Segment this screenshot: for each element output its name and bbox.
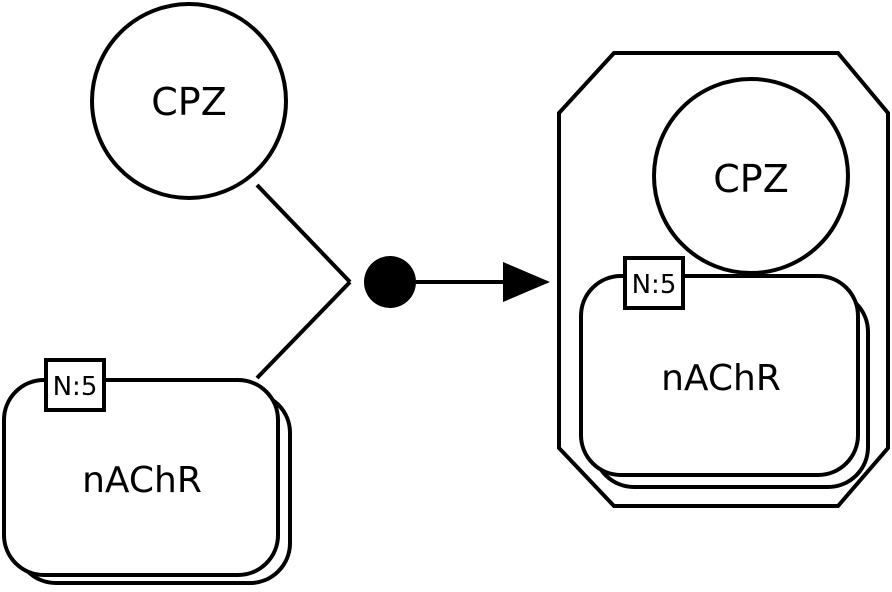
complex-cpz-circle — [652, 77, 850, 275]
reactant-cpz-node[interactable]: CPZ — [90, 2, 288, 200]
reactant-nachr-label: nAChR — [82, 460, 202, 501]
complex-nachr-unit-badge-label: N:5 — [632, 270, 677, 300]
reactant-cpz-label: CPZ — [151, 80, 226, 124]
complex-cpz-node[interactable]: CPZ — [652, 77, 850, 275]
complex-cpz-label: CPZ — [713, 157, 788, 201]
complex-nachr-label: nAChR — [661, 358, 781, 399]
reactant-nachr-node[interactable]: nAChR N:5 — [2, 358, 292, 585]
consumption-arc-nachr — [255, 280, 352, 380]
reactant-cpz-circle — [90, 2, 288, 200]
production-arrowhead — [503, 262, 550, 302]
reactant-nachr-shape — [2, 378, 280, 577]
association-process-node[interactable] — [364, 256, 416, 308]
complex-node[interactable]: nAChR CPZ N:5 — [557, 51, 890, 508]
complex-nachr-node[interactable]: nAChR — [579, 274, 870, 489]
consumption-arc-cpz — [255, 183, 352, 284]
reactant-nachr-unit-badge — [44, 358, 106, 412]
complex-nachr-shape — [579, 274, 860, 477]
reactant-nachr-unit-badge-label: N:5 — [53, 372, 98, 402]
complex-nachr-unit-badge — [623, 256, 685, 310]
